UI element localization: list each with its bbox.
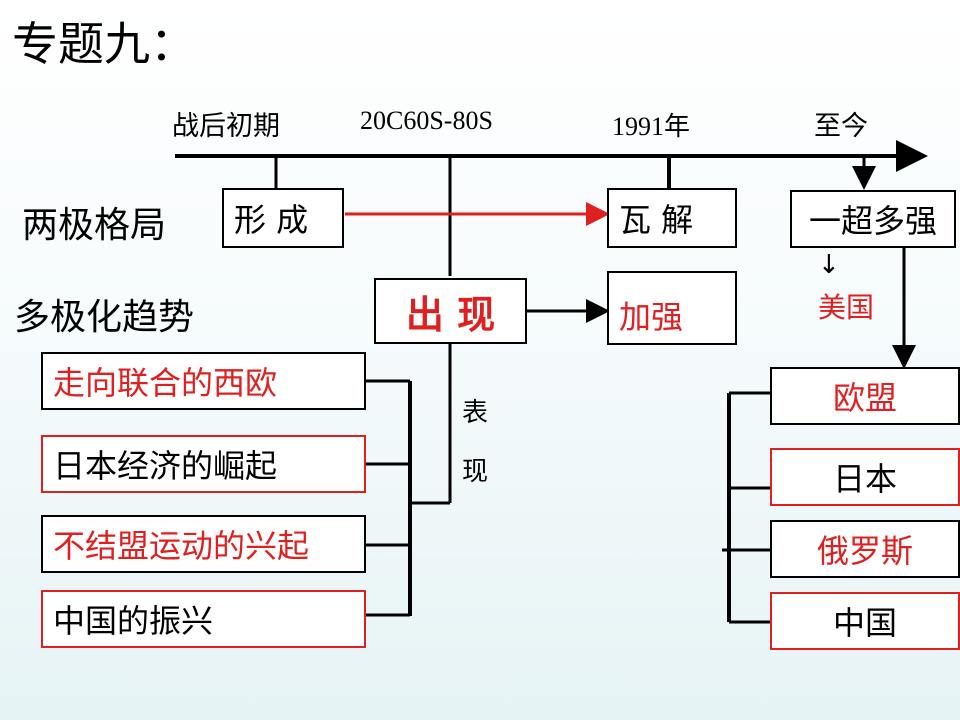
box-strengthen: 加强: [607, 271, 737, 345]
left-item-non-aligned-label: 不结盟运动的兴起: [53, 527, 310, 565]
right-item-china-label: 中国: [832, 604, 897, 642]
left-item-non-aligned: 不结盟运动的兴起: [41, 515, 366, 573]
box-collapse: 瓦 解: [607, 188, 737, 248]
label-biao: 表: [462, 398, 489, 428]
box-collapse-label: 瓦 解: [619, 201, 694, 239]
timeline-label-1991: 1991年: [612, 112, 691, 141]
left-item-japan-rise-label: 日本经济的崛起: [53, 447, 278, 485]
right-item-china: 中国: [770, 592, 960, 650]
right-item-eu: 欧盟: [770, 367, 960, 425]
left-item-west-europe-label: 走向联合的西欧: [53, 364, 278, 402]
timeline-label-now: 至今: [814, 111, 868, 142]
row-label-bipolar: 两极格局: [22, 205, 167, 246]
right-item-eu-label: 欧盟: [832, 379, 897, 417]
right-item-russia: 俄罗斯: [770, 520, 960, 578]
timeline-label-postwar: 战后初期: [172, 111, 280, 142]
box-formed: 形 成: [222, 188, 344, 248]
page-title: 专题九：: [12, 17, 196, 71]
usa-label: 美国: [818, 291, 875, 324]
box-formed-label: 形 成: [234, 201, 309, 239]
left-item-china-revival: 中国的振兴: [41, 590, 366, 648]
timeline-label-60s-80s: 20C60S-80S: [360, 106, 493, 135]
box-emerge-label: 出 现: [405, 292, 496, 337]
label-xian: 现: [462, 457, 489, 487]
usa-down-arrow: ↓: [818, 250, 840, 280]
box-one-superpower: 一超多强: [790, 190, 956, 248]
right-item-japan: 日本: [770, 448, 960, 506]
row-label-multipolar: 多极化趋势: [14, 297, 195, 338]
box-emerge: 出 现: [374, 278, 527, 344]
box-one-superpower-label: 一超多强: [808, 202, 937, 240]
right-item-japan-label: 日本: [832, 460, 897, 498]
left-item-west-europe: 走向联合的西欧: [41, 352, 366, 410]
right-item-russia-label: 俄罗斯: [816, 532, 913, 570]
left-item-china-revival-label: 中国的振兴: [53, 602, 214, 640]
left-item-japan-rise: 日本经济的崛起: [41, 435, 366, 493]
box-strengthen-label: 加强: [619, 298, 684, 336]
